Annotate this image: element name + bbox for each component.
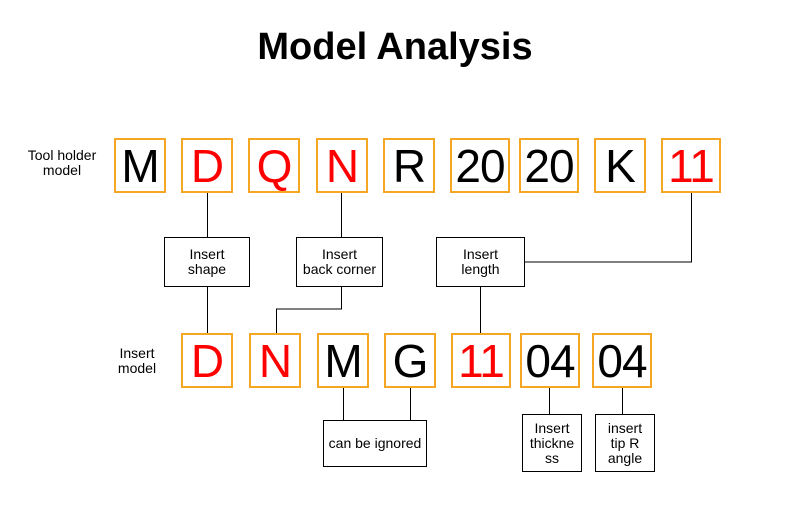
insert-code-box: 04 bbox=[520, 333, 580, 388]
insert-code-box: G bbox=[384, 333, 436, 388]
insert-code-char: M bbox=[324, 334, 362, 387]
insert-code-box: 11 bbox=[451, 333, 511, 388]
connector-line bbox=[525, 193, 692, 263]
insert-length-note: Insert length bbox=[436, 237, 525, 287]
tool-holder-code-char: 11 bbox=[668, 139, 715, 192]
tool-holder-code-box: N bbox=[316, 138, 368, 193]
insert-code-box: D bbox=[181, 333, 233, 388]
insert-code-char: D bbox=[190, 334, 224, 387]
tool-holder-code-char: N bbox=[325, 139, 359, 192]
tool-holder-code-char: R bbox=[392, 139, 426, 192]
tool-holder-code-char: 20 bbox=[455, 139, 505, 192]
tool-holder-code-box: R bbox=[383, 138, 435, 193]
tip-angle-note: insert tip R angle bbox=[595, 414, 655, 472]
insert-code-char: 11 bbox=[458, 334, 505, 387]
insert-code-char: N bbox=[258, 334, 292, 387]
insert-code-char: 04 bbox=[525, 334, 575, 387]
insert-code-box: N bbox=[249, 333, 301, 388]
insert-code-box: M bbox=[317, 333, 369, 388]
tool-holder-code-box: Q bbox=[248, 138, 300, 193]
tool-holder-code-box: K bbox=[594, 138, 646, 193]
tool-holder-code-char: 20 bbox=[524, 139, 574, 192]
insert-code-char: 04 bbox=[597, 334, 647, 387]
insert-model-label: Insert model bbox=[117, 345, 157, 376]
insert-code-box: 04 bbox=[592, 333, 652, 388]
back-corner-note: Insert back corner bbox=[296, 237, 383, 287]
tool-holder-code-char: D bbox=[190, 139, 224, 192]
connector-line bbox=[276, 287, 342, 333]
page-title: Model Analysis bbox=[257, 26, 533, 68]
insert-shape-note: Insert shape bbox=[164, 237, 250, 287]
tool-holder-code-char: M bbox=[121, 139, 159, 192]
tool-holder-code-char: K bbox=[605, 139, 636, 192]
tool-holder-code-box: 20 bbox=[519, 138, 579, 193]
can-be-ignored-note: can be ignored bbox=[323, 420, 427, 467]
tool-holder-code-box: 11 bbox=[661, 138, 721, 193]
tool-holder-code-box: M bbox=[114, 138, 166, 193]
tool-holder-label: Tool holder model bbox=[27, 147, 97, 178]
tool-holder-code-box: D bbox=[181, 138, 233, 193]
tool-holder-code-box: 20 bbox=[450, 138, 510, 193]
thickness-note: Insert thickne ss bbox=[522, 414, 582, 472]
insert-code-char: G bbox=[392, 334, 429, 387]
tool-holder-code-char: Q bbox=[256, 139, 293, 192]
